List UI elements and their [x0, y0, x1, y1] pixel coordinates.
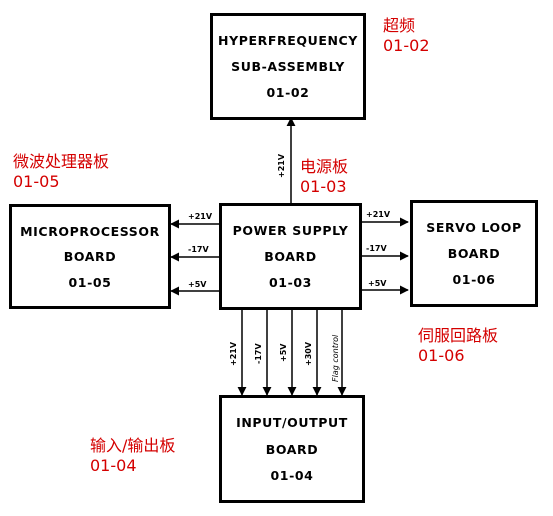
power-supply-line1: POWER SUPPLY — [232, 223, 349, 238]
input-output-box: INPUT/OUTPUT BOARD 01-04 — [219, 395, 365, 503]
servo-loop-code: 01-06 — [452, 272, 496, 287]
annotation-power-supply-text: 电源板 — [300, 157, 349, 176]
wire-label-down-1: +21V — [229, 341, 238, 366]
wire-label-left-3: +5V — [188, 280, 207, 289]
wire-label-down-3: +5V — [279, 343, 288, 362]
servo-loop-line1: SERVO LOOP — [426, 220, 522, 235]
input-output-line1: INPUT/OUTPUT — [236, 415, 348, 431]
wire-label-left-2: -17V — [188, 245, 209, 254]
hyperfrequency-code: 01-02 — [266, 85, 310, 100]
power-supply-box: POWER SUPPLY BOARD 01-03 — [219, 203, 362, 310]
annotation-power-supply-code: 01-03 — [300, 177, 347, 196]
microprocessor-code: 01-05 — [68, 274, 112, 290]
input-output-code: 01-04 — [270, 467, 314, 483]
hyperfrequency-line2: SUB-ASSEMBLY — [231, 59, 345, 74]
annotation-servo-loop-text: 伺服回路板 — [418, 326, 499, 345]
annotation-servo-loop-code: 01-06 — [418, 346, 465, 365]
annotation-microprocessor-text: 微波处理器板 — [13, 152, 110, 171]
servo-loop-box: SERVO LOOP BOARD 01-06 — [410, 200, 538, 307]
wire-label-right-3: +5V — [368, 279, 387, 288]
annotation-input-output-code: 01-04 — [90, 456, 137, 475]
annotation-power-supply: 电源板 01-03 — [300, 157, 348, 197]
hyperfrequency-line1: HYPERFREQUENCY — [218, 33, 358, 48]
annotation-input-output-text: 输入/输出板 — [90, 436, 176, 455]
annotation-hyperfrequency-code: 01-02 — [383, 36, 430, 55]
hyperfrequency-box: HYPERFREQUENCY SUB-ASSEMBLY 01-02 — [210, 13, 366, 120]
wire-label-right-2: -17V — [366, 244, 387, 253]
annotation-microprocessor-code: 01-05 — [13, 172, 60, 191]
wire-label-left-1: +21V — [188, 212, 213, 221]
wire-label-down-5: Flag control — [331, 334, 340, 382]
annotation-servo-loop: 伺服回路板 01-06 — [418, 326, 498, 366]
wire-label-down-2: -17V — [254, 343, 263, 364]
microprocessor-line2: BOARD — [63, 249, 117, 264]
wire-label-down-4: +30V — [304, 341, 313, 366]
annotation-hyperfrequency: 超频 01-02 — [383, 16, 430, 56]
servo-loop-line2: BOARD — [447, 246, 501, 261]
wire-label-up: +21V — [277, 153, 286, 178]
annotation-hyperfrequency-text: 超频 — [383, 16, 416, 35]
annotation-microprocessor: 微波处理器板 01-05 — [13, 152, 109, 192]
microprocessor-line1: MICROPROCESSOR — [20, 223, 160, 239]
wire-label-right-1: +21V — [366, 210, 391, 219]
input-output-line2: BOARD — [265, 441, 319, 457]
microprocessor-box: MICROPROCESSOR BOARD 01-05 — [9, 204, 171, 309]
annotation-input-output: 输入/输出板 01-04 — [90, 436, 175, 476]
power-supply-code: 01-03 — [269, 275, 312, 290]
power-supply-line2: BOARD — [264, 249, 317, 264]
